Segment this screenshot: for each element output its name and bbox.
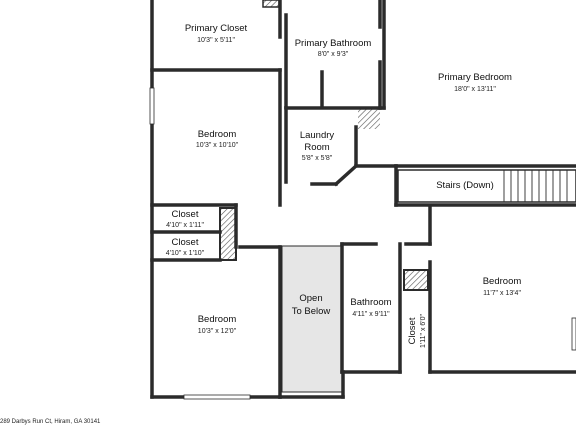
primary-bedroom-name: Primary Bedroom (438, 72, 512, 83)
bathroom-dims: 4'11" x 9'11" (352, 311, 390, 318)
bedroom-3-dims: 10'3" x 12'0" (198, 328, 237, 335)
bedroom-2-name: Bedroom (483, 276, 522, 287)
primary-bedroom-dims: 18'0" x 13'11" (454, 86, 496, 93)
chase-hatch-right (403, 269, 429, 291)
laundry-name-line2: Room (304, 142, 329, 153)
stairs (397, 169, 576, 203)
chase-hatch-top (262, 0, 280, 8)
closet-2-dims: 4'10" x 1'10" (166, 250, 205, 257)
bedroom-1-dims: 10'3" x 10'10" (196, 142, 239, 149)
primary-bath-dims: 8'0" x 9'3" (318, 51, 349, 58)
closet-1-name: Closet (172, 209, 199, 220)
open-to-below-line1: Open (299, 293, 322, 304)
laundry-floor (286, 112, 356, 184)
bedroom-3-name: Bedroom (198, 314, 237, 325)
closet-3-dims: 1'11" x 6'0" (420, 313, 427, 347)
walls (150, 0, 576, 399)
primary-bath-name: Primary Bathroom (295, 38, 372, 49)
stairs-label: Stairs (Down) (436, 180, 494, 191)
room-labels: Primary Closet 10'3" x 5'11" Primary Bat… (166, 23, 522, 348)
chase-hatch-closets (219, 207, 237, 261)
closet-2-name: Closet (172, 237, 199, 248)
bathroom-name: Bathroom (350, 297, 391, 308)
closet-3-name: Closet (407, 317, 418, 344)
primary-closet-dims: 10'3" x 5'11" (197, 37, 235, 44)
property-address: 289 Darbys Run Ct, Hiram, GA 30141 (0, 419, 101, 425)
laundry-dims: 5'8" x 5'8" (302, 155, 333, 162)
chase-hatch-laundry (358, 109, 380, 129)
open-to-below-area (281, 245, 343, 393)
bedroom-1-name: Bedroom (198, 129, 237, 140)
primary-closet-name: Primary Closet (185, 23, 248, 34)
laundry-name-line1: Laundry (300, 130, 335, 141)
bedroom-2-dims: 11'7" x 13'4" (483, 290, 521, 297)
windows (149, 87, 576, 400)
closet-1-dims: 4'10" x 1'11" (166, 222, 204, 229)
open-to-below-line2: To Below (292, 306, 331, 317)
